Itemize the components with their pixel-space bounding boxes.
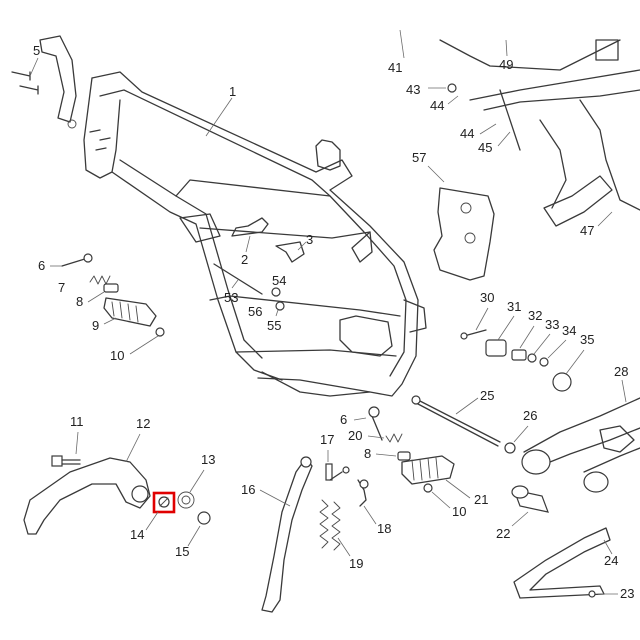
label-35: 35 (580, 332, 594, 347)
bolt-part-6b[interactable] (368, 406, 383, 441)
label-20: 20 (348, 428, 362, 443)
nut-part-15[interactable] (197, 511, 211, 525)
label-8: 8 (76, 294, 83, 309)
label-15: 15 (175, 544, 189, 559)
bolt-part-43[interactable] (447, 83, 457, 93)
label-18: 18 (377, 521, 391, 536)
bolt-part-11[interactable] (51, 455, 81, 467)
label-3: 3 (306, 232, 313, 247)
label-6: 6 (38, 258, 45, 273)
label-54: 54 (272, 273, 286, 288)
label-30: 30 (480, 290, 494, 305)
chain-slider-part-24[interactable] (513, 527, 611, 599)
washer-part-56[interactable] (271, 287, 281, 297)
label-22: 22 (496, 526, 510, 541)
footpeg-part-21[interactable] (401, 455, 455, 485)
axle-bolt-part-25[interactable] (411, 395, 501, 447)
washer-part-33[interactable] (527, 353, 537, 363)
label-25: 25 (480, 388, 494, 403)
nut-part-10[interactable] (155, 327, 165, 337)
pin-part-8[interactable] (103, 283, 119, 293)
bushing-part-31[interactable] (485, 339, 507, 357)
label-55: 55 (267, 318, 281, 333)
label-34: 34 (562, 323, 576, 338)
bolt-part-53[interactable] (213, 263, 263, 295)
rear-strut-part-47[interactable] (543, 175, 613, 227)
bolt-part-17[interactable] (325, 463, 350, 481)
label-23: 23 (620, 586, 634, 601)
rear-subframe-part[interactable] (439, 39, 640, 211)
swingarm-part-28[interactable] (521, 397, 640, 493)
label-21: 21 (474, 492, 488, 507)
label-16: 16 (241, 482, 255, 497)
highlight-box-part-14 (152, 491, 176, 514)
brake-pedal-part-12[interactable] (23, 457, 151, 535)
label-57: 57 (412, 150, 426, 165)
label-10: 10 (110, 348, 124, 363)
label-10b: 10 (452, 504, 466, 519)
label-49: 49 (499, 57, 513, 72)
spring-part-19[interactable] (319, 499, 341, 551)
side-stand-part-16[interactable] (261, 456, 313, 613)
label-41: 41 (388, 60, 402, 75)
cap-part-35[interactable] (552, 372, 572, 392)
label-5: 5 (33, 43, 40, 58)
bracket-part-2[interactable] (231, 217, 269, 237)
spring-part-13[interactable] (177, 491, 195, 509)
plate-part-57[interactable] (433, 187, 495, 281)
label-1: 1 (229, 84, 236, 99)
label-47: 47 (580, 223, 594, 238)
nut-part-10b[interactable] (423, 483, 433, 493)
label-26: 26 (523, 408, 537, 423)
label-56: 56 (248, 304, 262, 319)
label-8b: 8 (364, 446, 371, 461)
label-19: 19 (349, 556, 363, 571)
bracket-part-3[interactable] (275, 241, 305, 263)
label-12: 12 (136, 416, 150, 431)
bushing-part-22[interactable] (511, 485, 549, 513)
label-44: 44 (430, 98, 444, 113)
label-2: 2 (241, 252, 248, 267)
spacer-part-32[interactable] (511, 349, 527, 361)
label-7: 7 (58, 280, 65, 295)
bushing-part-14[interactable] (158, 496, 170, 508)
label-31: 31 (507, 299, 521, 314)
label-43: 43 (406, 82, 420, 97)
label-45: 45 (478, 140, 492, 155)
label-14: 14 (130, 527, 144, 542)
label-24: 24 (604, 553, 618, 568)
nut-part-55[interactable] (275, 301, 285, 311)
label-28: 28 (614, 364, 628, 379)
bolt-part-30[interactable] (460, 329, 487, 340)
footpeg-part-9[interactable] (103, 297, 157, 327)
spring-part-20[interactable] (385, 433, 403, 443)
spring-part-7[interactable] (89, 275, 111, 285)
bracket-part-5[interactable] (11, 35, 77, 129)
label-33: 33 (545, 317, 559, 332)
label-53: 53 (224, 290, 238, 305)
label-13: 13 (201, 452, 215, 467)
label-9: 9 (92, 318, 99, 333)
label-17: 17 (320, 432, 334, 447)
nut-part-34[interactable] (539, 357, 549, 367)
washer-part-26[interactable] (504, 442, 516, 454)
screw-part-23[interactable] (588, 590, 596, 598)
bolt-part-6[interactable] (61, 253, 93, 267)
main-frame-part[interactable] (83, 71, 427, 397)
label-32: 32 (528, 308, 542, 323)
bracket-part-18[interactable] (357, 479, 369, 507)
label-6b: 6 (340, 412, 347, 427)
pin-part-8b[interactable] (397, 451, 411, 461)
label-11: 11 (70, 414, 84, 429)
label-44b: 44 (460, 126, 474, 141)
